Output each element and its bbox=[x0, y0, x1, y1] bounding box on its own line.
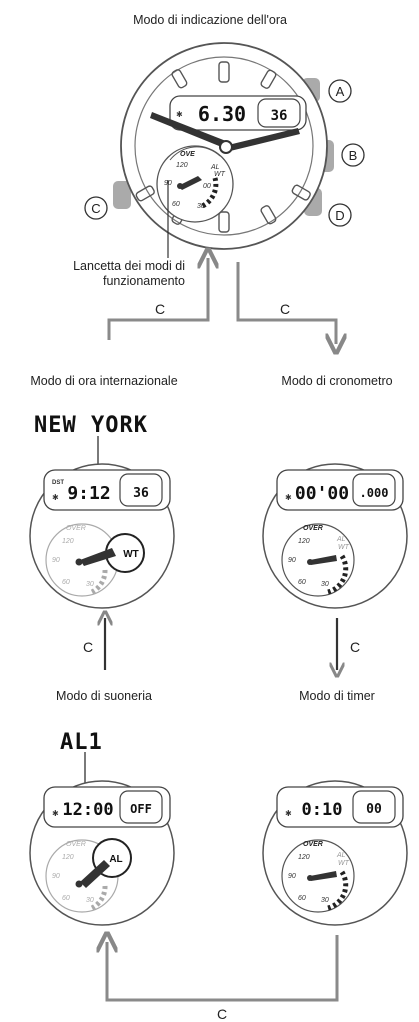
mode-hand bbox=[80, 548, 116, 566]
world-time-lcd-right: 36 bbox=[133, 486, 149, 501]
alarm-watch: ✱ 12:00 OFF OVER 120 90 60 30 AL bbox=[29, 780, 175, 926]
hour-hand bbox=[150, 112, 226, 148]
subdial-120: 120 bbox=[298, 538, 310, 545]
subdial-over: OVE bbox=[180, 151, 195, 158]
label-d: D bbox=[335, 208, 344, 223]
label-c: C bbox=[91, 201, 100, 216]
arrow-timer-to-alarm bbox=[107, 935, 339, 1002]
world-time-mode-title: Modo di ora internazionale bbox=[30, 374, 177, 388]
subdial-al: AL bbox=[210, 164, 220, 171]
alarm-lcd-right: OFF bbox=[130, 802, 152, 816]
subdial-30: 30 bbox=[86, 581, 94, 588]
arrow-c-left: C bbox=[155, 301, 165, 317]
world-time-watch: DST ✱ 9:12 36 OVER 120 90 60 30 WT bbox=[29, 463, 175, 609]
main-lcd-right: 36 bbox=[271, 108, 288, 124]
minute-hand bbox=[224, 128, 300, 152]
subdial-60: 60 bbox=[172, 201, 180, 208]
subdial-60: 60 bbox=[62, 579, 70, 586]
arrow-to-stopwatch bbox=[236, 262, 336, 344]
subdial-30: 30 bbox=[86, 897, 94, 904]
subdial-90: 90 bbox=[288, 557, 296, 564]
world-time-lcd-left: 9:12 bbox=[67, 483, 110, 504]
subdial-90: 90 bbox=[52, 557, 60, 564]
subdial-120: 120 bbox=[62, 538, 74, 545]
subdial-90: 90 bbox=[288, 873, 296, 880]
subdial-60: 60 bbox=[62, 895, 70, 902]
subdial-wt: WT bbox=[338, 860, 350, 867]
bluetooth-icon: ✱ bbox=[52, 493, 59, 502]
timer-watch: ✱ 0:10 00 OVER 120 90 60 30 AL WT bbox=[262, 780, 408, 926]
world-time-city: NEW YORK bbox=[34, 413, 148, 438]
button-c[interactable] bbox=[113, 181, 131, 209]
stopwatch-lcd-left: 00'00 bbox=[295, 483, 349, 504]
bluetooth-icon: ✱ bbox=[176, 110, 183, 119]
arrow-c-middle-right: C bbox=[350, 639, 360, 655]
dst-indicator: DST bbox=[52, 480, 64, 486]
subdial-over: OVER bbox=[303, 525, 323, 532]
subdial-00: 00 bbox=[203, 183, 211, 190]
stopwatch-mode-title: Modo di cronometro bbox=[281, 374, 392, 388]
subdial-120: 120 bbox=[176, 162, 188, 169]
mode-hand-label-line1: Lancetta dei modi di bbox=[73, 259, 185, 273]
subdial-60: 60 bbox=[298, 895, 306, 902]
mode-hand bbox=[310, 871, 337, 881]
label-a: A bbox=[336, 84, 345, 99]
subdial-al: AL bbox=[336, 536, 346, 543]
stopwatch-watch: ✱ 00'00 .000 OVER 120 90 60 30 AL WT bbox=[262, 463, 408, 609]
timer-lcd-right: 00 bbox=[366, 802, 382, 817]
subdial-30: 30 bbox=[321, 897, 329, 904]
main-watch: ✱ 6.30 36 OVE 120 90 60 30 00 AL WT A B … bbox=[84, 42, 365, 250]
arrow-c-right: C bbox=[280, 301, 290, 317]
mode-hand bbox=[310, 555, 337, 565]
subdial-wt: WT bbox=[338, 544, 350, 551]
alarm-lcd-left: 12:00 bbox=[62, 800, 113, 820]
main-lcd-left: 6.30 bbox=[198, 102, 246, 126]
alarm-name: AL1 bbox=[60, 730, 103, 755]
mode-hand bbox=[80, 860, 110, 888]
subdial-120: 120 bbox=[62, 854, 74, 861]
label-b: B bbox=[349, 148, 358, 163]
arrow-c-middle-left: C bbox=[83, 639, 93, 655]
arrow-c-bottom: C bbox=[217, 1006, 227, 1022]
bluetooth-icon: ✱ bbox=[285, 493, 292, 502]
subdial-90: 90 bbox=[52, 873, 60, 880]
subdial-120: 120 bbox=[298, 854, 310, 861]
subdial-over: OVER bbox=[66, 841, 86, 848]
timekeeping-mode-title: Modo di indicazione dell'ora bbox=[133, 13, 287, 27]
subdial-30: 30 bbox=[321, 581, 329, 588]
alarm-mode-title: Modo di suoneria bbox=[56, 689, 152, 703]
subdial-over: OVER bbox=[303, 841, 323, 848]
mode-hand bbox=[178, 176, 202, 190]
timer-mode-title: Modo di timer bbox=[299, 689, 375, 703]
subdial-30: 30 bbox=[197, 203, 205, 210]
al-badge: AL bbox=[109, 854, 122, 865]
bluetooth-icon: ✱ bbox=[285, 809, 292, 818]
bluetooth-icon: ✱ bbox=[52, 809, 59, 818]
stopwatch-lcd-right: .000 bbox=[360, 486, 389, 500]
timer-lcd-left: 0:10 bbox=[302, 800, 343, 820]
arrow-to-timekeeping bbox=[107, 258, 208, 340]
subdial-over: OVER bbox=[66, 525, 86, 532]
wt-badge: WT bbox=[123, 549, 139, 560]
mode-hand-label-line2: funzionamento bbox=[103, 274, 185, 288]
subdial-60: 60 bbox=[298, 579, 306, 586]
subdial-al: AL bbox=[336, 852, 346, 859]
subdial-wt: WT bbox=[214, 171, 226, 178]
